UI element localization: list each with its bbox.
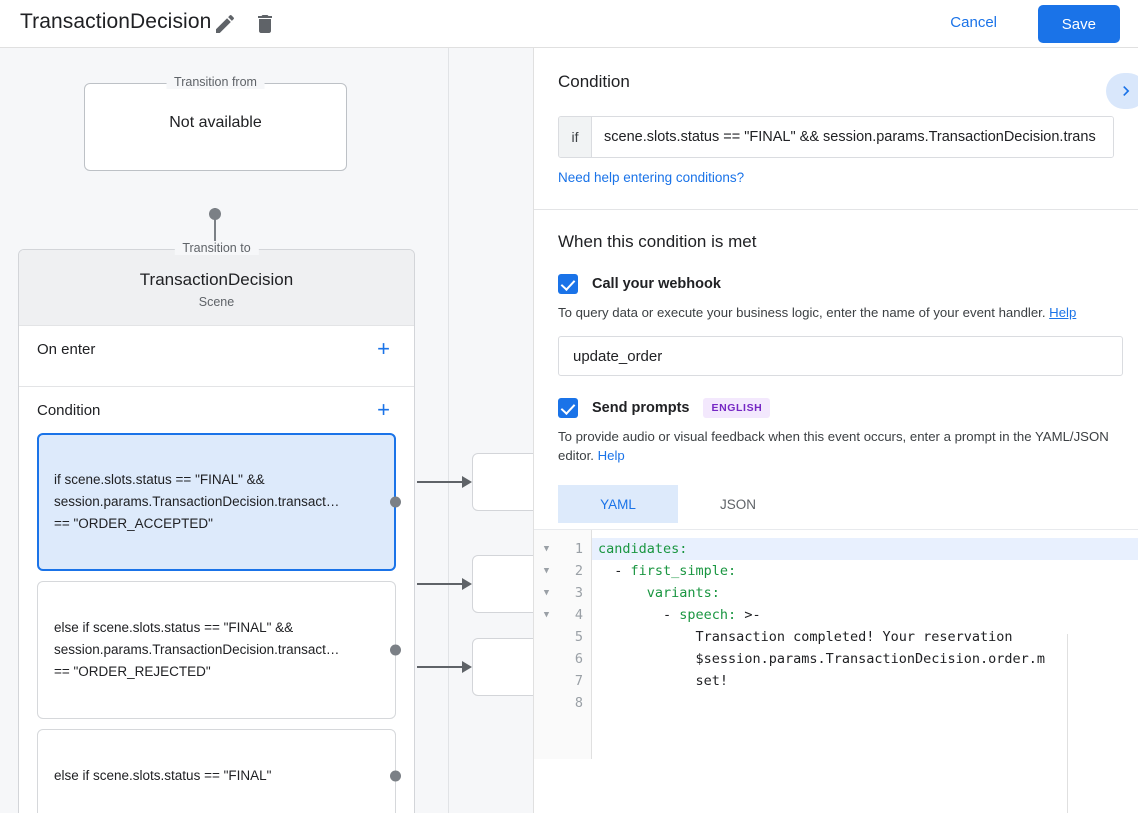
call-webhook-helper-text: To query data or execute your business l…	[558, 305, 1050, 320]
condition-card-3-text: else if scene.slots.status == "FINAL"	[54, 768, 272, 783]
canvas-column-divider	[448, 48, 449, 813]
code-line: - first_simple:	[598, 563, 737, 579]
condition-anchor-dot	[390, 770, 401, 782]
line-number: 3	[574, 585, 583, 601]
edge-line	[417, 666, 466, 668]
editor-format-tabs: YAML JSON	[558, 485, 1114, 523]
fold-arrow-icon[interactable]: ▼	[543, 610, 550, 620]
section-condition: Condition + if scene.slots.status == "FI…	[19, 386, 414, 813]
condition-card-2-text: else if scene.slots.status == "FINAL" &&…	[54, 620, 340, 679]
call-webhook-help-link[interactable]: Help	[1049, 305, 1077, 320]
send-prompts-checkbox[interactable]	[558, 398, 578, 418]
if-label: if	[559, 117, 592, 157]
edge-arrowhead	[462, 578, 472, 590]
cancel-button[interactable]: Cancel	[940, 10, 1007, 35]
condition-card-2[interactable]: else if scene.slots.status == "FINAL" &&…	[37, 581, 401, 719]
transition-from-value: Not available	[169, 114, 262, 131]
add-on-enter-button[interactable]: +	[377, 336, 390, 361]
edge-arrowhead	[462, 476, 472, 488]
code-line-number-gutter: 1 2 3 4 5 6 7 8	[559, 530, 592, 759]
condition-section: Condition if Need help entering conditio…	[534, 48, 1138, 210]
condition-help-link[interactable]: Need help entering conditions?	[558, 170, 745, 185]
target-card-1[interactable]	[472, 453, 533, 511]
tab-json[interactable]: JSON	[719, 496, 756, 512]
target-card-2[interactable]	[472, 555, 533, 613]
webhook-handler-input[interactable]	[558, 336, 1123, 376]
code-line: $session.params.TransactionDecision.orde…	[695, 651, 1046, 667]
condition-expression-row[interactable]: if	[558, 116, 1114, 158]
condition-anchor-dot	[390, 644, 401, 656]
condition-anchor-dot	[390, 496, 401, 508]
edge-line	[417, 583, 466, 585]
call-webhook-checkbox[interactable]	[558, 274, 578, 294]
code-fold-gutter: ▼ ▼ ▼ ▼	[534, 530, 559, 759]
pencil-icon[interactable]	[213, 12, 237, 36]
code-line: - speech: >-	[598, 607, 761, 623]
condition-card-1-text: if scene.slots.status == "FINAL" && sess…	[54, 472, 340, 531]
transition-from-legend: Transition from	[166, 75, 265, 89]
scene-graph-canvas[interactable]: Transition from Not available Transition…	[0, 48, 533, 813]
trash-icon[interactable]	[253, 12, 277, 36]
page-title: TransactionDecision	[20, 10, 212, 33]
target-card-3[interactable]	[472, 638, 533, 696]
section-title-condition: Condition	[37, 401, 101, 419]
add-condition-button[interactable]: +	[377, 397, 390, 422]
section-on-enter: On enter +	[19, 325, 414, 386]
code-text-area[interactable]: candidates: - first_simple: variants: - …	[592, 530, 1138, 759]
chevron-right-icon[interactable]	[1106, 73, 1138, 109]
scene-card[interactable]: Transition to TransactionDecision Scene …	[18, 241, 415, 813]
when-condition-met-section: When this condition is met Call your web…	[534, 210, 1138, 523]
condition-detail-panel: Condition if Need help entering conditio…	[533, 48, 1138, 813]
edge-line	[417, 481, 466, 483]
when-condition-met-heading: When this condition is met	[558, 232, 757, 251]
save-button[interactable]: Save	[1037, 5, 1120, 43]
app-header: TransactionDecision Cancel Save	[0, 0, 1138, 48]
send-prompts-label: Send prompts	[592, 400, 690, 416]
connector-line	[214, 208, 216, 260]
tab-yaml[interactable]: YAML	[558, 485, 678, 523]
send-prompts-help-link[interactable]: Help	[597, 448, 625, 463]
line-number: 8	[574, 695, 583, 711]
send-prompts-row[interactable]: Send prompts ENGLISH	[558, 398, 1114, 418]
condition-expression-input[interactable]	[592, 117, 1113, 157]
line-number: 7	[574, 673, 583, 689]
line-number: 2	[574, 563, 583, 579]
language-badge: ENGLISH	[703, 398, 771, 418]
line-number: 5	[574, 629, 583, 645]
line-number: 1	[574, 541, 583, 557]
scene-name: TransactionDecision	[139, 270, 294, 289]
condition-card-3[interactable]: else if scene.slots.status == "FINAL"	[37, 729, 401, 813]
editor-left-border	[1067, 634, 1068, 813]
call-webhook-label: Call your webhook	[592, 276, 721, 292]
code-line: set!	[695, 673, 729, 689]
scene-type-label: Scene	[198, 295, 235, 309]
send-prompts-helper-text: To provide audio or visual feedback when…	[558, 429, 1109, 463]
fold-arrow-icon[interactable]: ▼	[543, 544, 550, 554]
code-line: variants:	[646, 585, 720, 601]
call-webhook-helper: To query data or execute your business l…	[558, 303, 1114, 322]
line-number: 4	[574, 607, 583, 623]
fold-arrow-icon[interactable]: ▼	[543, 566, 550, 576]
fold-arrow-icon[interactable]: ▼	[543, 588, 550, 598]
condition-heading: Condition	[558, 72, 630, 91]
yaml-code-editor[interactable]: ▼ ▼ ▼ ▼ 1 2 3 4 5 6 7 8 candidates: - fi…	[534, 529, 1138, 759]
scene-card-header: Transition to TransactionDecision Scene	[19, 241, 414, 325]
transition-to-legend: Transition to	[174, 241, 259, 255]
send-prompts-helper: To provide audio or visual feedback when…	[558, 427, 1114, 465]
condition-card-1[interactable]: if scene.slots.status == "FINAL" && sess…	[37, 433, 401, 571]
edge-arrowhead	[462, 661, 472, 673]
code-line: Transaction completed! Your reservation	[695, 629, 1013, 645]
section-title-on-enter: On enter	[37, 340, 96, 358]
line-number: 6	[574, 651, 583, 667]
code-line: candidates:	[592, 538, 1138, 560]
transition-from-card[interactable]: Transition from Not available	[84, 75, 347, 171]
code-line	[592, 692, 1138, 714]
call-webhook-row[interactable]: Call your webhook	[558, 274, 1114, 294]
